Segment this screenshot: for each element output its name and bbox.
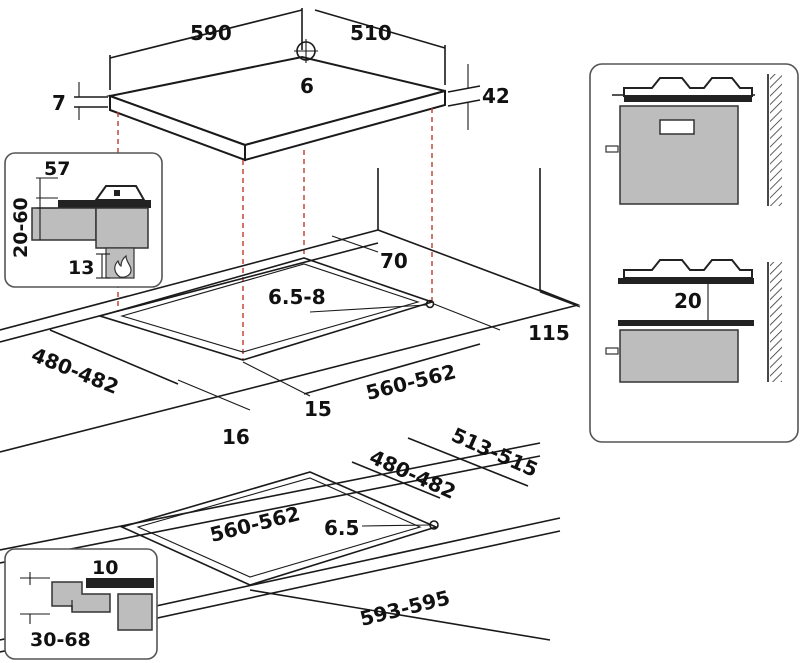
inset-dim-20-60: 20-60 (10, 197, 32, 258)
oven-under-hob (605, 74, 782, 206)
dim-7: 7 (52, 91, 66, 115)
drawer-clearance: 20 (605, 259, 782, 383)
dim-16: 16 (222, 425, 250, 449)
dim-480-482: 480-482 (28, 342, 122, 399)
dim-560-562: 560-562 (363, 359, 458, 404)
dim-6: 6 (300, 74, 314, 98)
dim-593-595: 593-595 (357, 585, 452, 630)
dim-42: 42 (482, 84, 510, 108)
hob-top-view: 590 510 6 7 42 (52, 8, 510, 162)
dim-590: 590 (190, 21, 232, 45)
flame-icon (114, 254, 132, 278)
inset2-dim-10: 10 (92, 557, 118, 579)
dim-560-562-flush: 560-562 (207, 501, 302, 546)
inset-top-left: 57 20-60 13 (4, 152, 163, 288)
dim-20: 20 (674, 289, 702, 313)
inset2-dim-30-68: 30-68 (30, 629, 91, 651)
side-install-panel: 20 (589, 63, 799, 443)
dim-15: 15 (304, 397, 332, 421)
dim-6-5: 6.5 (324, 516, 359, 540)
dim-6-5-8: 6.5-8 (268, 285, 326, 309)
dim-70: 70 (380, 249, 408, 273)
inset-bottom-left: 10 30-68 (4, 548, 158, 660)
inset-dim-57: 57 (44, 158, 70, 180)
inset-dim-13: 13 (68, 257, 94, 279)
dim-115: 115 (528, 321, 570, 345)
dim-510: 510 (350, 21, 392, 45)
